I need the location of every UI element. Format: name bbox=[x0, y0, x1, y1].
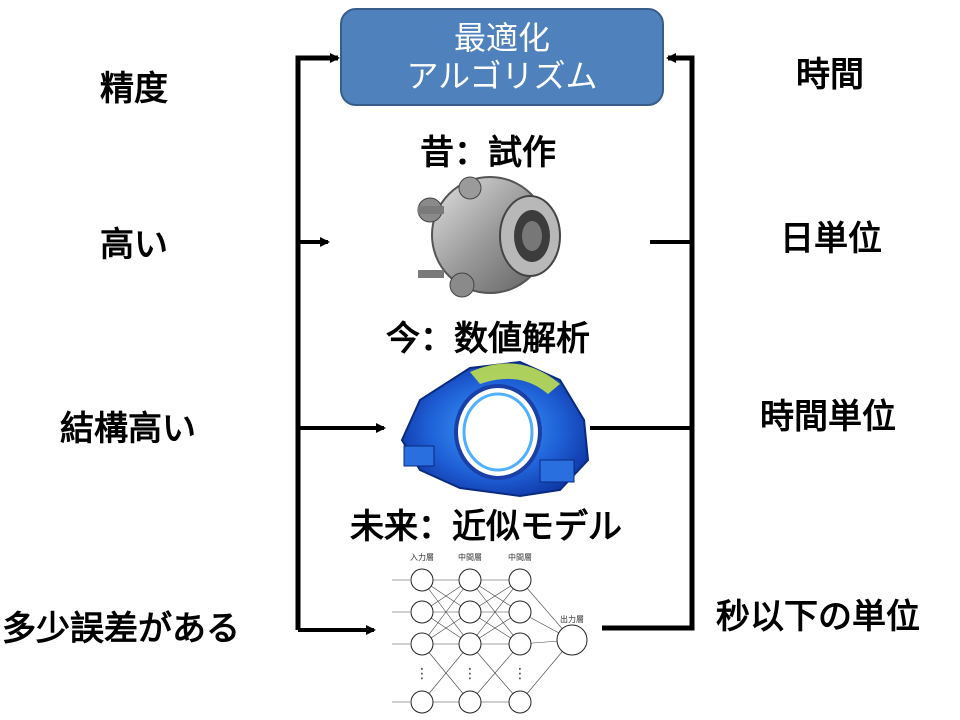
fea-image bbox=[400, 360, 590, 498]
bearing-image bbox=[417, 176, 561, 298]
left-connector bbox=[295, 53, 386, 635]
nn-hidden2-label: 中間層 bbox=[508, 552, 532, 562]
time-hours: 時間単位 bbox=[760, 397, 896, 437]
nn-hidden1-label: 中間層 bbox=[458, 552, 482, 562]
step-prototype: 昔：試作 bbox=[420, 133, 556, 173]
step-numerical-analysis: 今：数値解析 bbox=[386, 319, 590, 359]
algo-box-line2: アルゴリズム bbox=[406, 57, 598, 95]
optimization-algorithm-box: 最適化 アルゴリズム bbox=[340, 8, 664, 106]
accuracy-some-error: 多少誤差がある bbox=[2, 609, 240, 649]
nn-input-label: 入力層 bbox=[410, 552, 434, 562]
nn-output-label: 出力層 bbox=[560, 614, 584, 624]
step-surrogate-model: 未来：近似モデル bbox=[350, 507, 622, 547]
time-days: 日単位 bbox=[780, 219, 882, 259]
time-subsecond: 秒以下の単位 bbox=[716, 597, 920, 637]
nn-ellipsis: ⋮ bbox=[513, 666, 527, 682]
accuracy-fairly-high: 結構高い bbox=[60, 409, 196, 449]
nn-ellipsis: ⋮ bbox=[463, 666, 477, 682]
accuracy-header: 精度 bbox=[100, 69, 168, 109]
network-image: 入力層 中間層 中間層 出力層 ⋮ ⋮ ⋮ bbox=[392, 552, 588, 714]
algo-box-line1: 最適化 bbox=[453, 18, 550, 57]
time-header: 時間 bbox=[796, 55, 864, 95]
accuracy-high: 高い bbox=[100, 225, 168, 265]
nn-ellipsis: ⋮ bbox=[415, 666, 429, 682]
right-connector bbox=[590, 53, 695, 631]
